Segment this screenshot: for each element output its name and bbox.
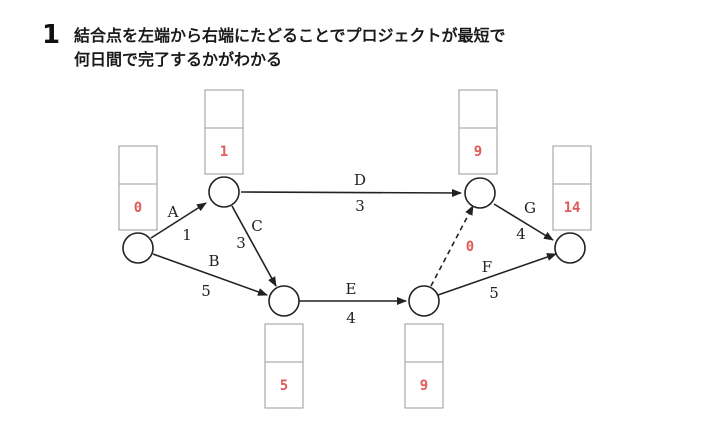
- time-value-n6: 14: [564, 200, 581, 216]
- label-b-duration: 5: [201, 282, 211, 300]
- heading-line-2: 何日間で完了するかがわかる: [74, 50, 283, 69]
- node-3: [268, 285, 300, 317]
- label-e-duration: 4: [346, 309, 356, 327]
- label-b-name: B: [208, 252, 219, 270]
- arrow-a: [150, 202, 207, 239]
- time-box-n2: 1: [204, 89, 244, 175]
- time-value-n5: 9: [474, 144, 482, 160]
- arrow-c: [231, 205, 277, 287]
- label-d-name: D: [354, 171, 366, 189]
- node-2: [208, 176, 240, 208]
- time-value-n3: 5: [280, 378, 288, 394]
- label-dummy-duration: 0: [466, 239, 474, 255]
- node-5: [464, 177, 496, 209]
- heading-text: 結合点を左端から右端にたどることでプロジェクトが最短で 何日間で完了するかがわか…: [74, 24, 634, 72]
- node-4: [408, 285, 440, 317]
- label-d-duration: 3: [355, 197, 365, 215]
- arrow-d: [240, 188, 462, 197]
- time-box-n1: 0: [118, 145, 158, 231]
- label-c-duration: 3: [236, 234, 246, 252]
- node-6: [554, 232, 586, 264]
- time-box-n5: 9: [458, 89, 498, 175]
- arrow-g: [493, 203, 554, 241]
- label-g-duration: 4: [516, 225, 526, 243]
- time-value-n4: 9: [420, 378, 428, 394]
- arrow-dummy: [430, 205, 474, 287]
- label-a-duration: 1: [182, 226, 192, 244]
- label-g-name: G: [524, 199, 536, 217]
- time-box-n3: 5: [264, 323, 304, 409]
- time-box-n4: 9: [404, 323, 444, 409]
- label-f-name: F: [482, 258, 492, 276]
- arrow-f: [437, 253, 557, 296]
- arrow-b: [152, 253, 268, 296]
- heading-line-1: 結合点を左端から右端にたどることでプロジェクトが最短で: [74, 26, 506, 45]
- label-f-duration: 5: [489, 284, 499, 302]
- label-e-name: E: [346, 280, 357, 298]
- time-value-n2: 1: [220, 144, 228, 160]
- heading-number: 1: [42, 20, 61, 50]
- time-value-n1: 0: [134, 200, 142, 216]
- label-c-name: C: [251, 217, 262, 235]
- time-box-n6: 14: [552, 145, 592, 231]
- label-a-name: A: [167, 203, 179, 221]
- node-1: [122, 232, 154, 264]
